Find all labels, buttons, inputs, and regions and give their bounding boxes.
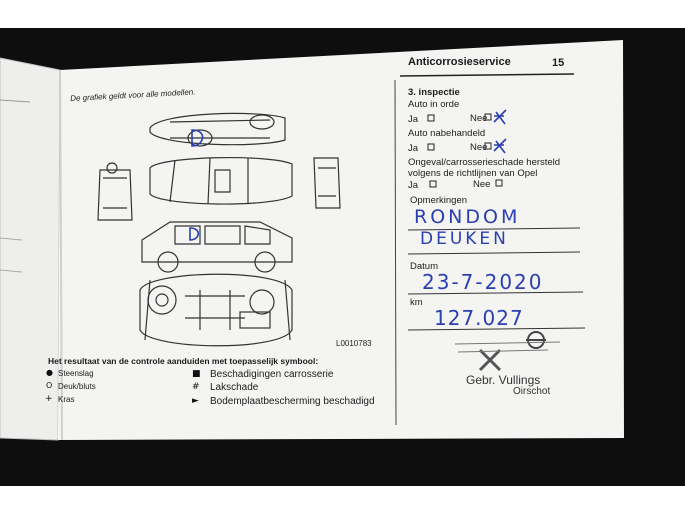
yes-label: Ja (408, 180, 419, 191)
legend-symbol: ● (46, 368, 53, 377)
legend-heading: Het resultaat van de controle aanduiden … (48, 356, 319, 366)
remarks-handwriting-line2: DEUKEN (420, 229, 509, 249)
no-label: Nee (470, 113, 488, 124)
legend-symbol: ► (192, 396, 199, 406)
legend-symbol: O (46, 381, 53, 390)
dealer-stamp-logo (454, 331, 561, 372)
yes-label: Ja (408, 114, 419, 125)
date-label: Datum (410, 261, 438, 272)
question-car-ok: Auto in orde (408, 99, 460, 110)
legend-label: Steenslag (58, 369, 94, 378)
legend-label: Bodemplaatbescherming beschadigd (210, 396, 375, 407)
legend-label: Lakschade (210, 382, 259, 393)
no-label: Nee (473, 179, 491, 190)
date-handwriting: 23-7-2020 (422, 270, 544, 294)
legend-symbol: + (45, 394, 53, 404)
section-title: Anticorrosieservice (408, 56, 511, 68)
remarks-handwriting-line1: RONDOM (414, 206, 521, 228)
legend-label: Deuk/bluts (58, 382, 96, 391)
yes-label: Ja (408, 143, 419, 154)
km-handwriting: 127.027 (434, 306, 524, 330)
legend-label: Kras (58, 395, 75, 404)
legend-symbol: ■ (192, 369, 201, 379)
question-treated: Auto nabehandeld (408, 128, 486, 139)
km-label: km (410, 297, 423, 308)
stamp-dealer-name: Gebr. Vullings (466, 373, 541, 387)
remarks-label: Opmerkingen (410, 195, 468, 206)
legend-symbol: # (192, 382, 200, 392)
stamp-dealer-town: Oirschot (513, 386, 551, 397)
legend-label: Beschadigingen carrosserie (210, 369, 334, 380)
no-label: Nee (470, 142, 488, 153)
diagram-code: L0010783 (336, 339, 372, 348)
inspection-heading: 3. inspectie (408, 87, 460, 98)
question-repair-line1: Ongeval/carrosserieschade hersteld (408, 157, 561, 168)
page-number: 15 (552, 57, 565, 69)
question-repair-line2: volgens de richtlijnen van Opel (408, 168, 538, 179)
